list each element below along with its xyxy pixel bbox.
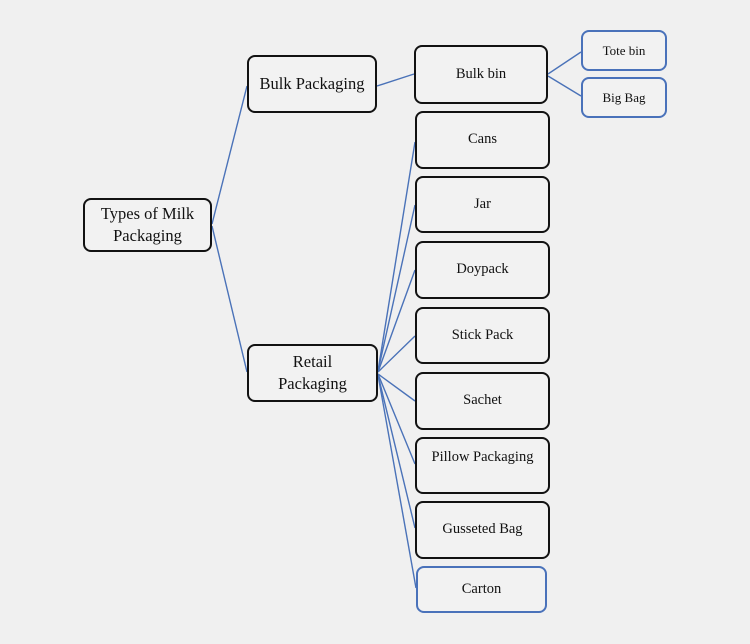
node-stick-pack: Stick Pack — [415, 307, 550, 364]
edge-bulk-bin-tote-bin — [547, 51, 582, 75]
node-label: Jar — [474, 195, 491, 212]
node-label: Retail Packaging — [278, 351, 347, 393]
node-label: Types of Milk Packaging — [100, 203, 195, 245]
node-doypack: Doypack — [415, 241, 550, 299]
edge-retail-jar — [377, 204, 416, 372]
edge-retail-sachet — [377, 373, 416, 402]
node-label: Big Bag — [602, 89, 646, 105]
edge-retail-pillow-packaging — [377, 373, 416, 465]
edge-root-retail-packaging — [211, 225, 248, 373]
edge-bulk-packaging-bulk-bin — [376, 73, 415, 87]
edge-retail-gusseted-bag — [377, 374, 416, 529]
node-tote-bin: Tote bin — [581, 30, 667, 71]
node-carton: Carton — [416, 566, 547, 613]
node-pillow-packaging: Pillow Packaging — [415, 437, 550, 494]
edge-retail-doypack — [377, 269, 416, 373]
node-label: Carton — [461, 580, 502, 597]
node-label: Gusseted Bag — [442, 521, 523, 538]
node-label: Bulk Packaging — [259, 73, 365, 93]
node-label: Bulk bin — [455, 65, 507, 82]
edge-bulk-bin-big-bag — [547, 75, 582, 97]
node-big-bag: Big Bag — [581, 77, 667, 118]
node-label: Cans — [468, 131, 497, 148]
node-bulk-packaging: Bulk Packaging — [247, 55, 377, 113]
node-label: Pillow Packaging — [431, 449, 534, 465]
node-types-of-milk-packaging: Types of Milk Packaging — [83, 198, 212, 252]
node-retail-packaging: Retail Packaging — [247, 344, 378, 402]
node-cans: Cans — [415, 111, 550, 169]
node-label: Tote bin — [602, 42, 646, 58]
edge-retail-stick-pack — [377, 335, 416, 373]
edge-retail-carton — [377, 374, 417, 589]
node-sachet: Sachet — [415, 372, 550, 430]
edge-root-bulk-packaging — [211, 85, 248, 225]
node-gusseted-bag: Gusseted Bag — [415, 501, 550, 559]
edge-retail-cans — [377, 141, 416, 372]
node-jar: Jar — [415, 176, 550, 233]
node-label: Stick Pack — [451, 326, 514, 343]
node-label: Doypack — [456, 261, 509, 278]
node-bulk-bin: Bulk bin — [414, 45, 548, 104]
node-label: Sachet — [463, 392, 502, 409]
